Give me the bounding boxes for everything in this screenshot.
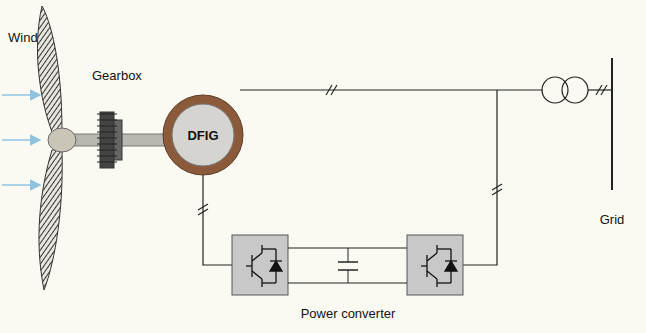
generator-circle: DFIG [162, 94, 244, 176]
part-label: Gearbox [92, 68, 142, 83]
node-text: DFIG [187, 128, 218, 143]
part-label: Wind [8, 30, 38, 45]
part-label: Power converter [301, 306, 396, 321]
part-label: Grid [600, 212, 625, 227]
